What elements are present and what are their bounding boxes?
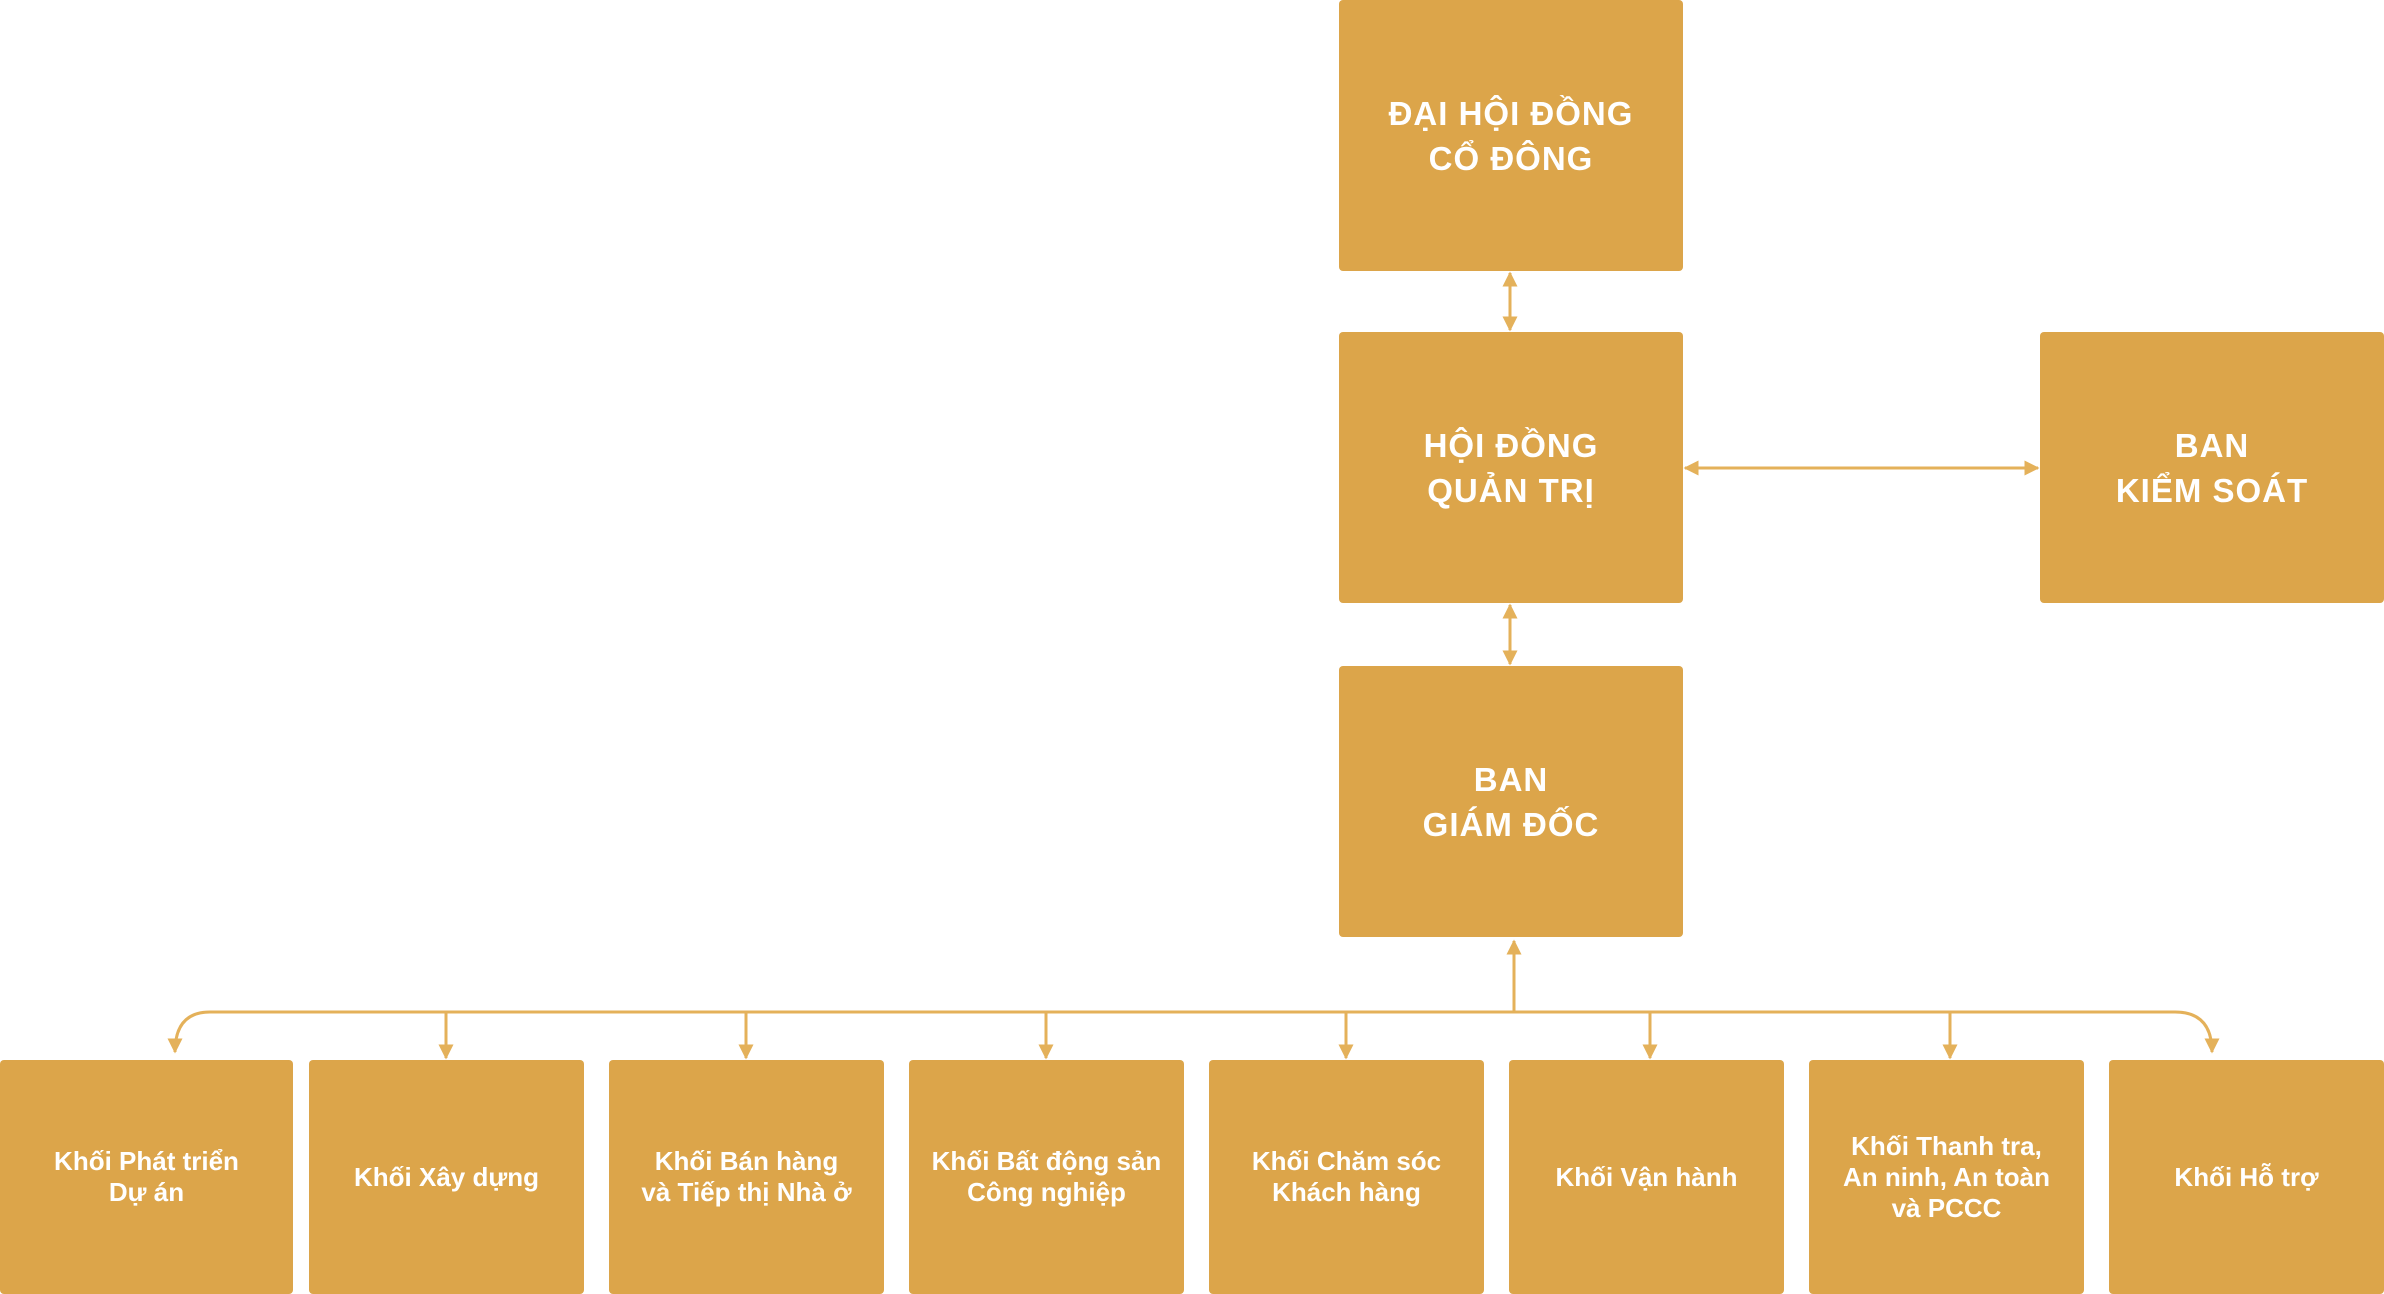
unit-label: Khối Hỗ trợ: [2174, 1161, 2319, 1192]
executive-board-label: BAN GIÁM ĐỐC: [1422, 760, 1600, 843]
general-meeting-label: ĐẠI HỘI ĐỒNG CỔ ĐÔNG: [1388, 94, 1634, 177]
unit-industrial-real-estate: Khối Bất động sản Công nghiệp: [909, 1060, 1184, 1294]
unit-label: Khối Bất động sản Công nghiệp: [931, 1146, 1162, 1207]
unit-project-development: Khối Phát triển Dự án: [0, 1060, 293, 1294]
general-meeting-box: ĐẠI HỘI ĐỒNG CỔ ĐÔNG: [1339, 0, 1683, 271]
executive-board-box: BAN GIÁM ĐỐC: [1339, 666, 1683, 937]
unit-label: Khối Bán hàng và Tiếp thị Nhà ở: [641, 1146, 852, 1207]
board-of-directors-label: HỘI ĐỒNG QUẢN TRỊ: [1423, 426, 1599, 509]
unit-label: Khối Phát triển Dự án: [54, 1146, 239, 1207]
unit-support: Khối Hỗ trợ: [2109, 1060, 2384, 1294]
unit-construction: Khối Xây dựng: [309, 1060, 584, 1294]
unit-label: Khối Xây dựng: [354, 1161, 539, 1192]
unit-label: Khối Chăm sóc Khách hàng: [1251, 1146, 1442, 1207]
connector-bus: [167, 1010, 2220, 1054]
board-of-directors-box: HỘI ĐỒNG QUẢN TRỊ: [1339, 332, 1683, 603]
unit-residential-sales-marketing: Khối Bán hàng và Tiếp thị Nhà ở: [609, 1060, 884, 1294]
supervisory-board-box: BAN KIỂM SOÁT: [2040, 332, 2384, 603]
supervisory-board-label: BAN KIỂM SOÁT: [2115, 426, 2309, 509]
unit-operations: Khối Vận hành: [1509, 1060, 1784, 1294]
unit-inspection-security-safety: Khối Thanh tra, An ninh, An toàn và PCCC: [1809, 1060, 2084, 1294]
unit-label: Khối Vận hành: [1555, 1161, 1738, 1192]
unit-label: Khối Thanh tra, An ninh, An toàn và PCCC: [1843, 1130, 2050, 1223]
unit-customer-care: Khối Chăm sóc Khách hàng: [1209, 1060, 1484, 1294]
